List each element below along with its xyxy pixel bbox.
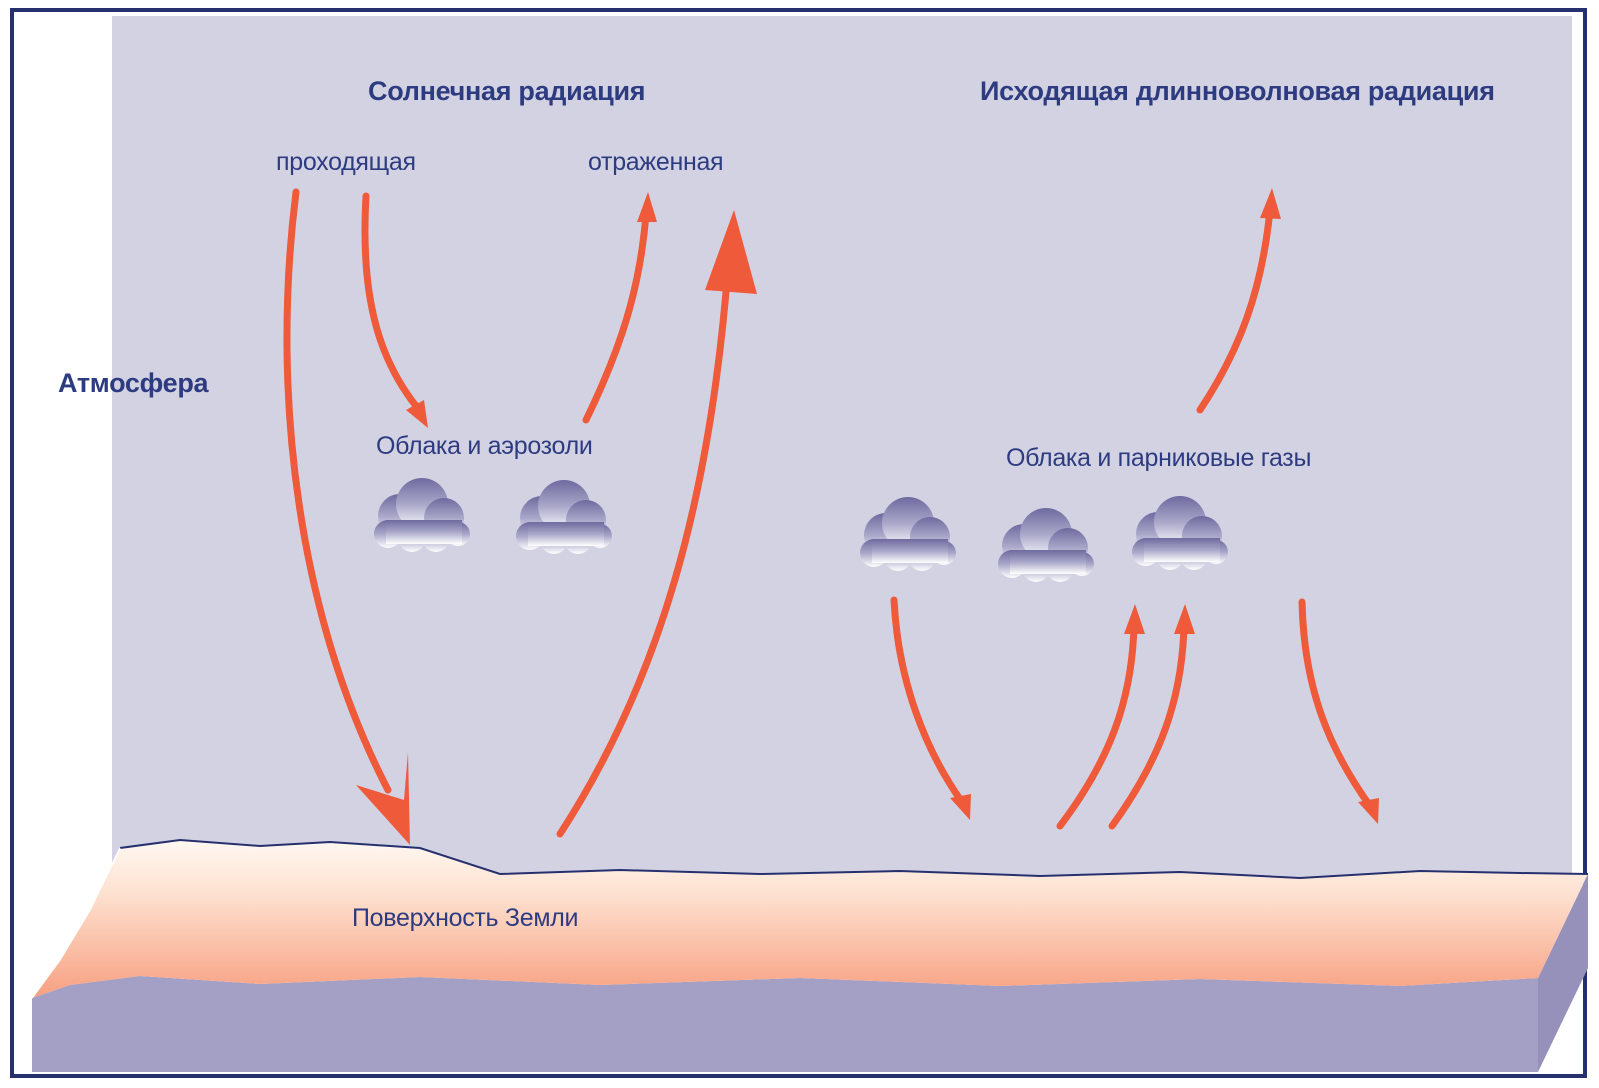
label-clouds-ghg: Облака и парниковые газы — [1006, 444, 1311, 473]
arrow-reflected-from-clouds — [586, 214, 646, 420]
arrow-surface-emission-2 — [1112, 626, 1184, 826]
label-atmosphere: Атмосфера — [58, 368, 208, 399]
heading-outgoing-longwave: Исходящая длинноволновая радиация — [980, 76, 1495, 107]
arrowhead — [1260, 188, 1281, 219]
arrowhead — [950, 794, 971, 820]
arrow-incoming-to-clouds — [365, 196, 416, 406]
earth-slab — [32, 840, 1588, 1072]
arrow-transmitted-to-surface — [287, 192, 388, 790]
arrow-downward-right — [1302, 602, 1370, 806]
arrowhead — [1124, 604, 1145, 634]
arrowhead — [1174, 604, 1195, 634]
heading-solar-radiation: Солнечная радиация — [368, 76, 645, 107]
cloud-icon — [1132, 496, 1228, 570]
arrow-surface-emission-1 — [1060, 626, 1134, 826]
arrowhead — [705, 210, 757, 294]
cloud-icon — [860, 497, 956, 571]
arrowhead — [1358, 798, 1379, 824]
arrow-back-radiation — [894, 600, 962, 802]
label-earth-surface: Поверхность Земли — [352, 904, 578, 933]
cloud-icon — [998, 508, 1094, 582]
arrowhead — [406, 400, 428, 428]
arrowhead — [637, 192, 657, 222]
arrowhead — [356, 752, 410, 845]
cloud-icon — [374, 478, 470, 552]
cloud-icon — [516, 480, 612, 554]
label-clouds-aerosols: Облака и аэрозоли — [376, 432, 593, 461]
earth-front-side — [32, 976, 1538, 1072]
earth-surface-top — [32, 840, 1588, 998]
label-transmitted: проходящая — [276, 148, 416, 177]
label-reflected: отраженная — [588, 148, 723, 177]
arrow-outgoing-longwave — [1200, 210, 1270, 410]
